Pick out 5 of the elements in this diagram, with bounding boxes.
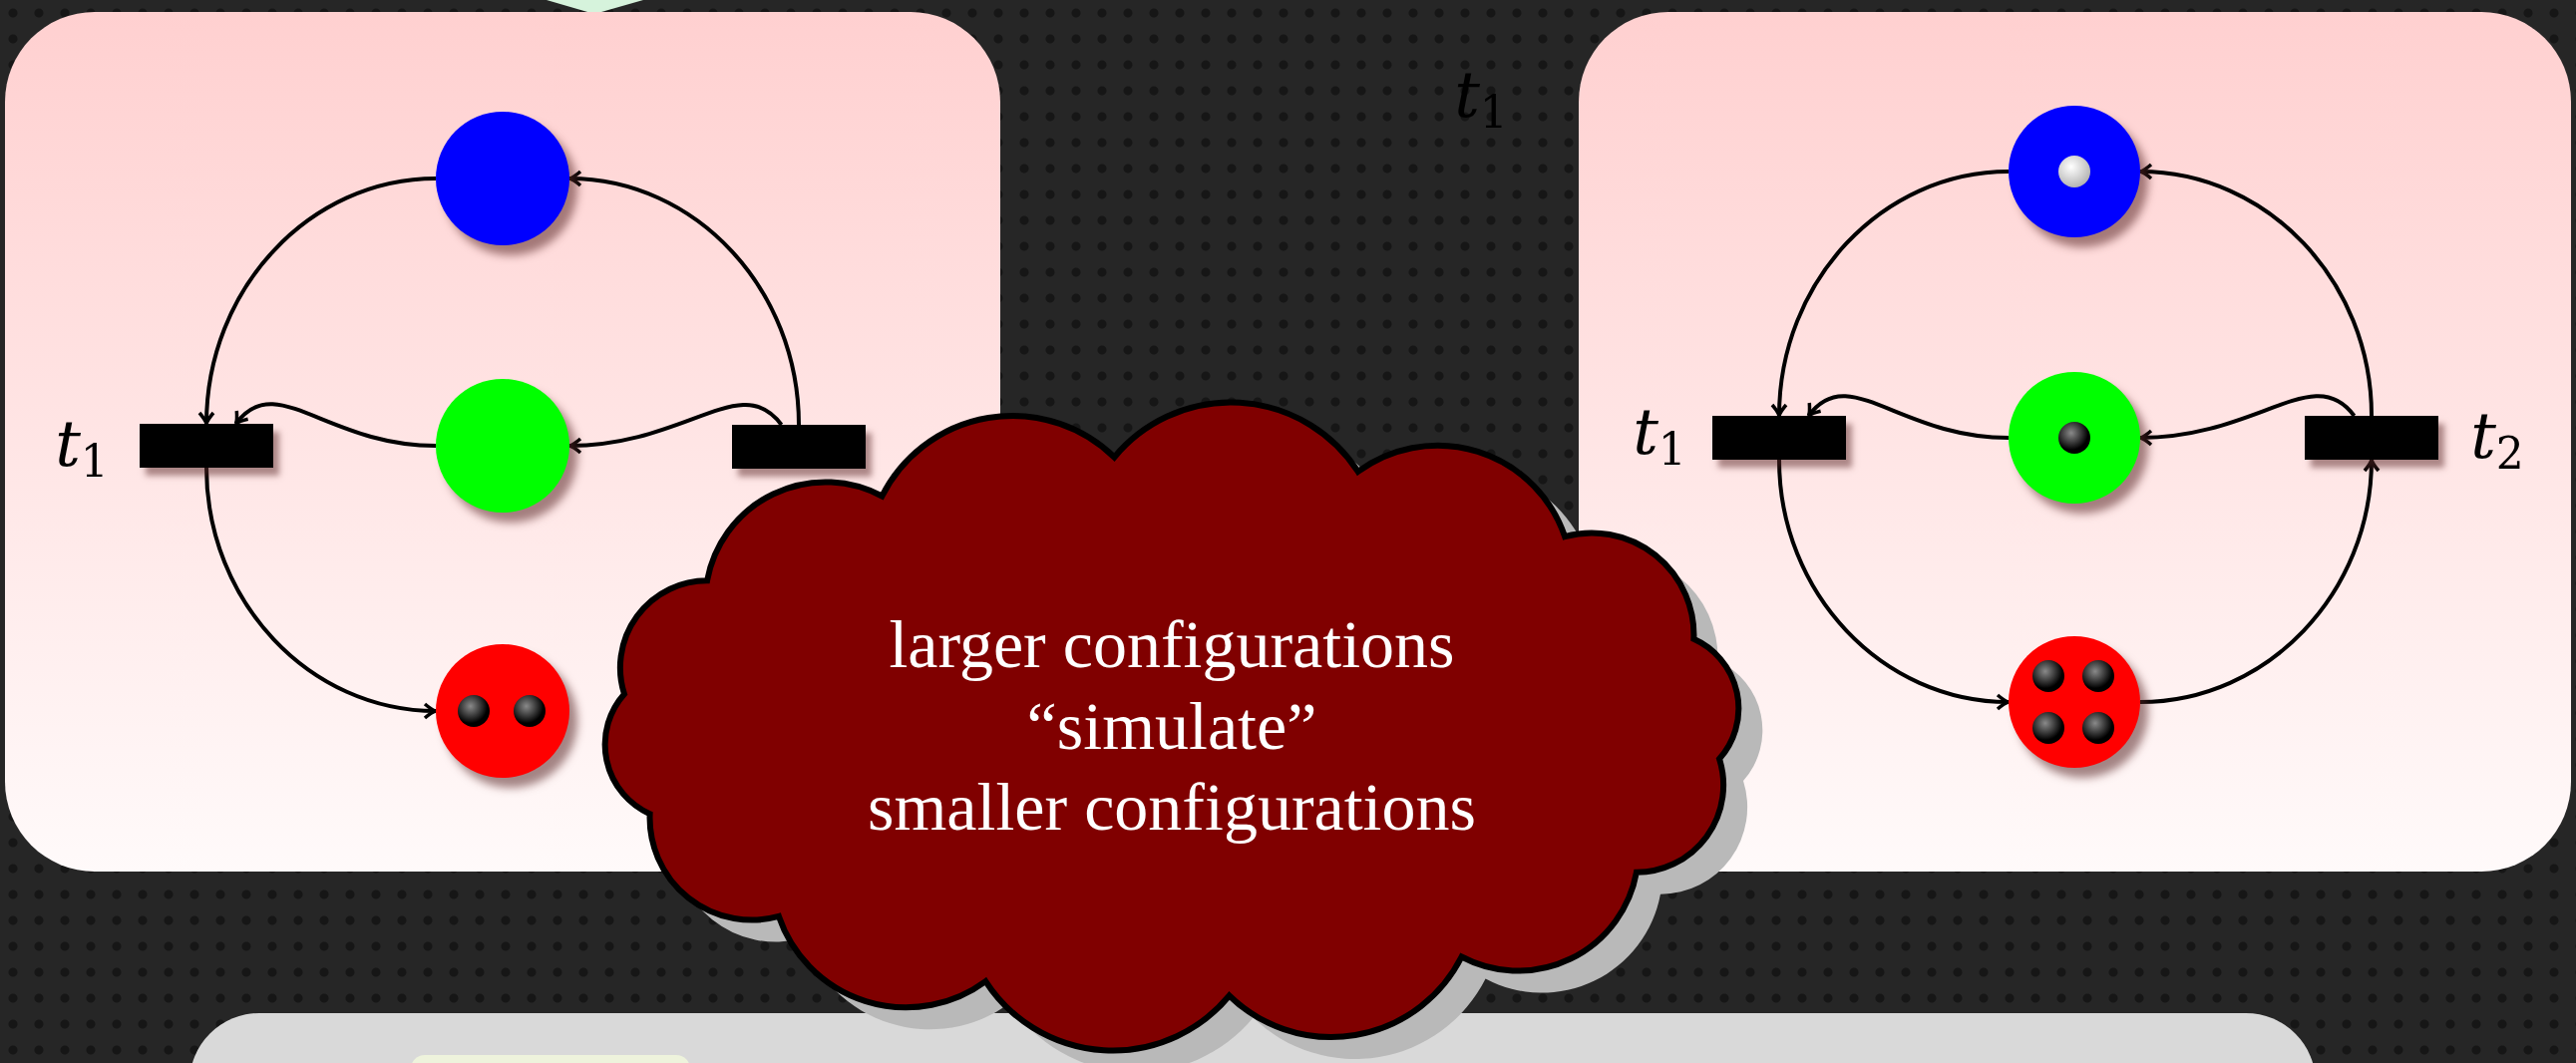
transition-bar xyxy=(140,424,273,468)
transition-bar xyxy=(2305,416,2438,460)
transition-label: t$_{1}$ xyxy=(55,412,109,476)
transition-label: t$_{2}$ xyxy=(2470,404,2524,468)
net-panel xyxy=(1579,12,2571,872)
